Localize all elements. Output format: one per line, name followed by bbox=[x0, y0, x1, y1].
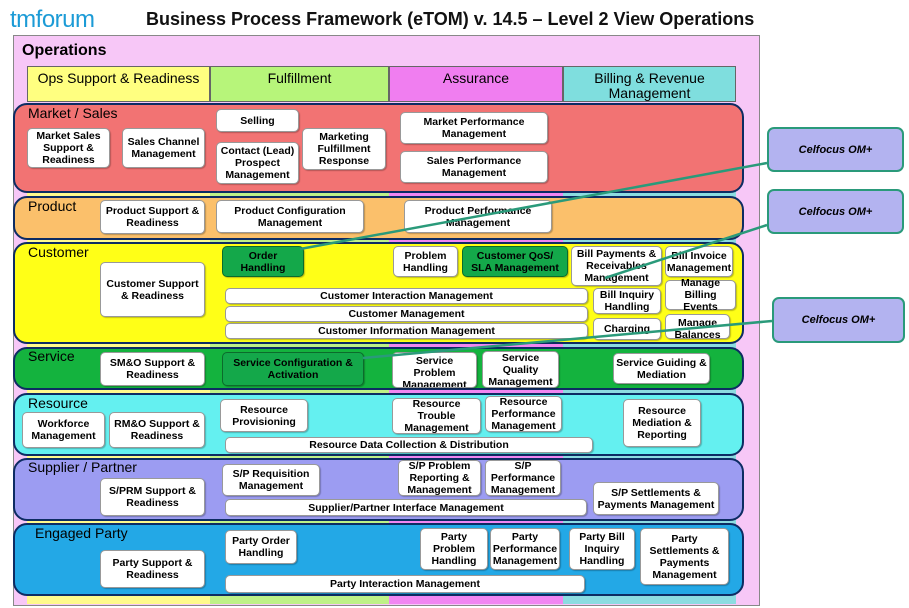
box-bill-inquiry: Bill Inquiry Handling bbox=[593, 288, 661, 314]
box-party-problem: Party Problem Handling bbox=[420, 528, 488, 570]
box-smo-support: SM&O Support & Readiness bbox=[100, 352, 205, 386]
box-sprm-support: S/PRM Support & Readiness bbox=[100, 478, 205, 516]
box-bill-invoice: Bill Invoice Management bbox=[665, 246, 733, 277]
box-rmo-support: RM&O Support & Readiness bbox=[109, 412, 205, 448]
row-label-engaged-party: Engaged Party bbox=[35, 525, 128, 541]
column-ops-support: Ops Support & Readiness bbox=[27, 66, 210, 102]
row-label-customer: Customer bbox=[28, 244, 89, 260]
box-customer-qos: Customer QoS/ SLA Management bbox=[462, 246, 568, 277]
callout-celfocus-om-billing: Celfocus OM+ bbox=[767, 189, 904, 234]
box-marketing-fulfillment: Marketing Fulfillment Response bbox=[302, 128, 386, 170]
box-sp-performance: S/P Performance Management bbox=[485, 460, 561, 496]
row-label-service: Service bbox=[28, 348, 75, 364]
box-party-support: Party Support & Readiness bbox=[100, 550, 205, 588]
column-billing: Billing & Revenue Management bbox=[563, 66, 736, 102]
connector-order-handling bbox=[299, 161, 768, 251]
box-service-guiding: Service Guiding & Mediation bbox=[613, 353, 710, 384]
callout-celfocus-om-service: Celfocus OM+ bbox=[772, 297, 905, 343]
operations-label: Operations bbox=[22, 42, 107, 59]
box-resource-mediation: Resource Mediation & Reporting bbox=[623, 399, 701, 447]
box-party-bill-inquiry: Party Bill Inquiry Handling bbox=[569, 528, 635, 570]
box-resource-provisioning: Resource Provisioning bbox=[220, 399, 308, 432]
box-market-performance: Market Performance Management bbox=[400, 112, 548, 144]
box-service-configuration: Service Configuration & Activation bbox=[222, 352, 364, 386]
box-sp-settlements: S/P Settlements & Payments Management bbox=[593, 482, 719, 515]
box-product-support: Product Support & Readiness bbox=[100, 200, 205, 234]
box-service-problem: Service Problem Management bbox=[392, 352, 477, 388]
box-sales-performance: Sales Performance Management bbox=[400, 151, 548, 183]
box-customer-information: Customer Information Management bbox=[225, 323, 588, 339]
box-resource-performance: Resource Performance Management bbox=[485, 396, 562, 432]
row-label-market-sales: Market / Sales bbox=[28, 105, 118, 121]
row-label-supplier-partner: Supplier / Partner bbox=[28, 459, 137, 475]
box-resource-trouble: Resource Trouble Management bbox=[392, 398, 481, 434]
page-title: Business Process Framework (eTOM) v. 14.… bbox=[146, 9, 755, 29]
box-customer-support: Customer Support & Readiness bbox=[100, 262, 205, 317]
box-order-handling: Order Handling bbox=[222, 246, 304, 277]
column-fulfillment: Fulfillment bbox=[210, 66, 389, 102]
box-sp-problem: S/P Problem Reporting & Management bbox=[398, 460, 481, 496]
box-product-configuration: Product Configuration Management bbox=[216, 200, 364, 233]
box-customer-management: Customer Management bbox=[225, 306, 588, 322]
connector-service-configuration bbox=[362, 319, 773, 360]
box-party-performance: Party Performance Management bbox=[490, 528, 560, 570]
box-sp-requisition: S/P Requisition Management bbox=[222, 464, 320, 496]
box-problem-handling: Problem Handling bbox=[393, 246, 458, 277]
box-product-performance: Product Performance Management bbox=[404, 200, 552, 233]
box-workforce: Workforce Management bbox=[22, 412, 105, 448]
box-customer-interaction: Customer Interaction Management bbox=[225, 288, 588, 304]
box-party-order: Party Order Handling bbox=[225, 530, 297, 564]
column-assurance: Assurance bbox=[389, 66, 563, 102]
box-contact-prospect: Contact (Lead) Prospect Management bbox=[216, 142, 299, 184]
box-bill-payments: Bill Payments & Receivables Management bbox=[571, 246, 662, 286]
row-label-resource: Resource bbox=[28, 395, 88, 411]
box-sales-channel: Sales Channel Management bbox=[122, 128, 205, 168]
box-party-interaction: Party Interaction Management bbox=[225, 575, 585, 593]
callout-celfocus-om-order: Celfocus OM+ bbox=[767, 127, 904, 172]
box-selling: Selling bbox=[216, 109, 299, 132]
box-manage-billing-events: Manage Billing Events bbox=[665, 277, 736, 313]
tmforum-logo: tmforum bbox=[10, 6, 95, 33]
box-resource-data: Resource Data Collection & Distribution bbox=[225, 437, 593, 453]
row-label-product: Product bbox=[28, 198, 77, 214]
box-party-settlements: Party Settlements & Payments Management bbox=[640, 528, 729, 585]
box-market-sales-support: Market Sales Support & Readiness bbox=[27, 128, 110, 168]
box-service-quality: Service Quality Management bbox=[482, 351, 559, 388]
connector-bill-payments bbox=[604, 223, 768, 280]
box-sp-interface: Supplier/Partner Interface Management bbox=[225, 499, 587, 516]
